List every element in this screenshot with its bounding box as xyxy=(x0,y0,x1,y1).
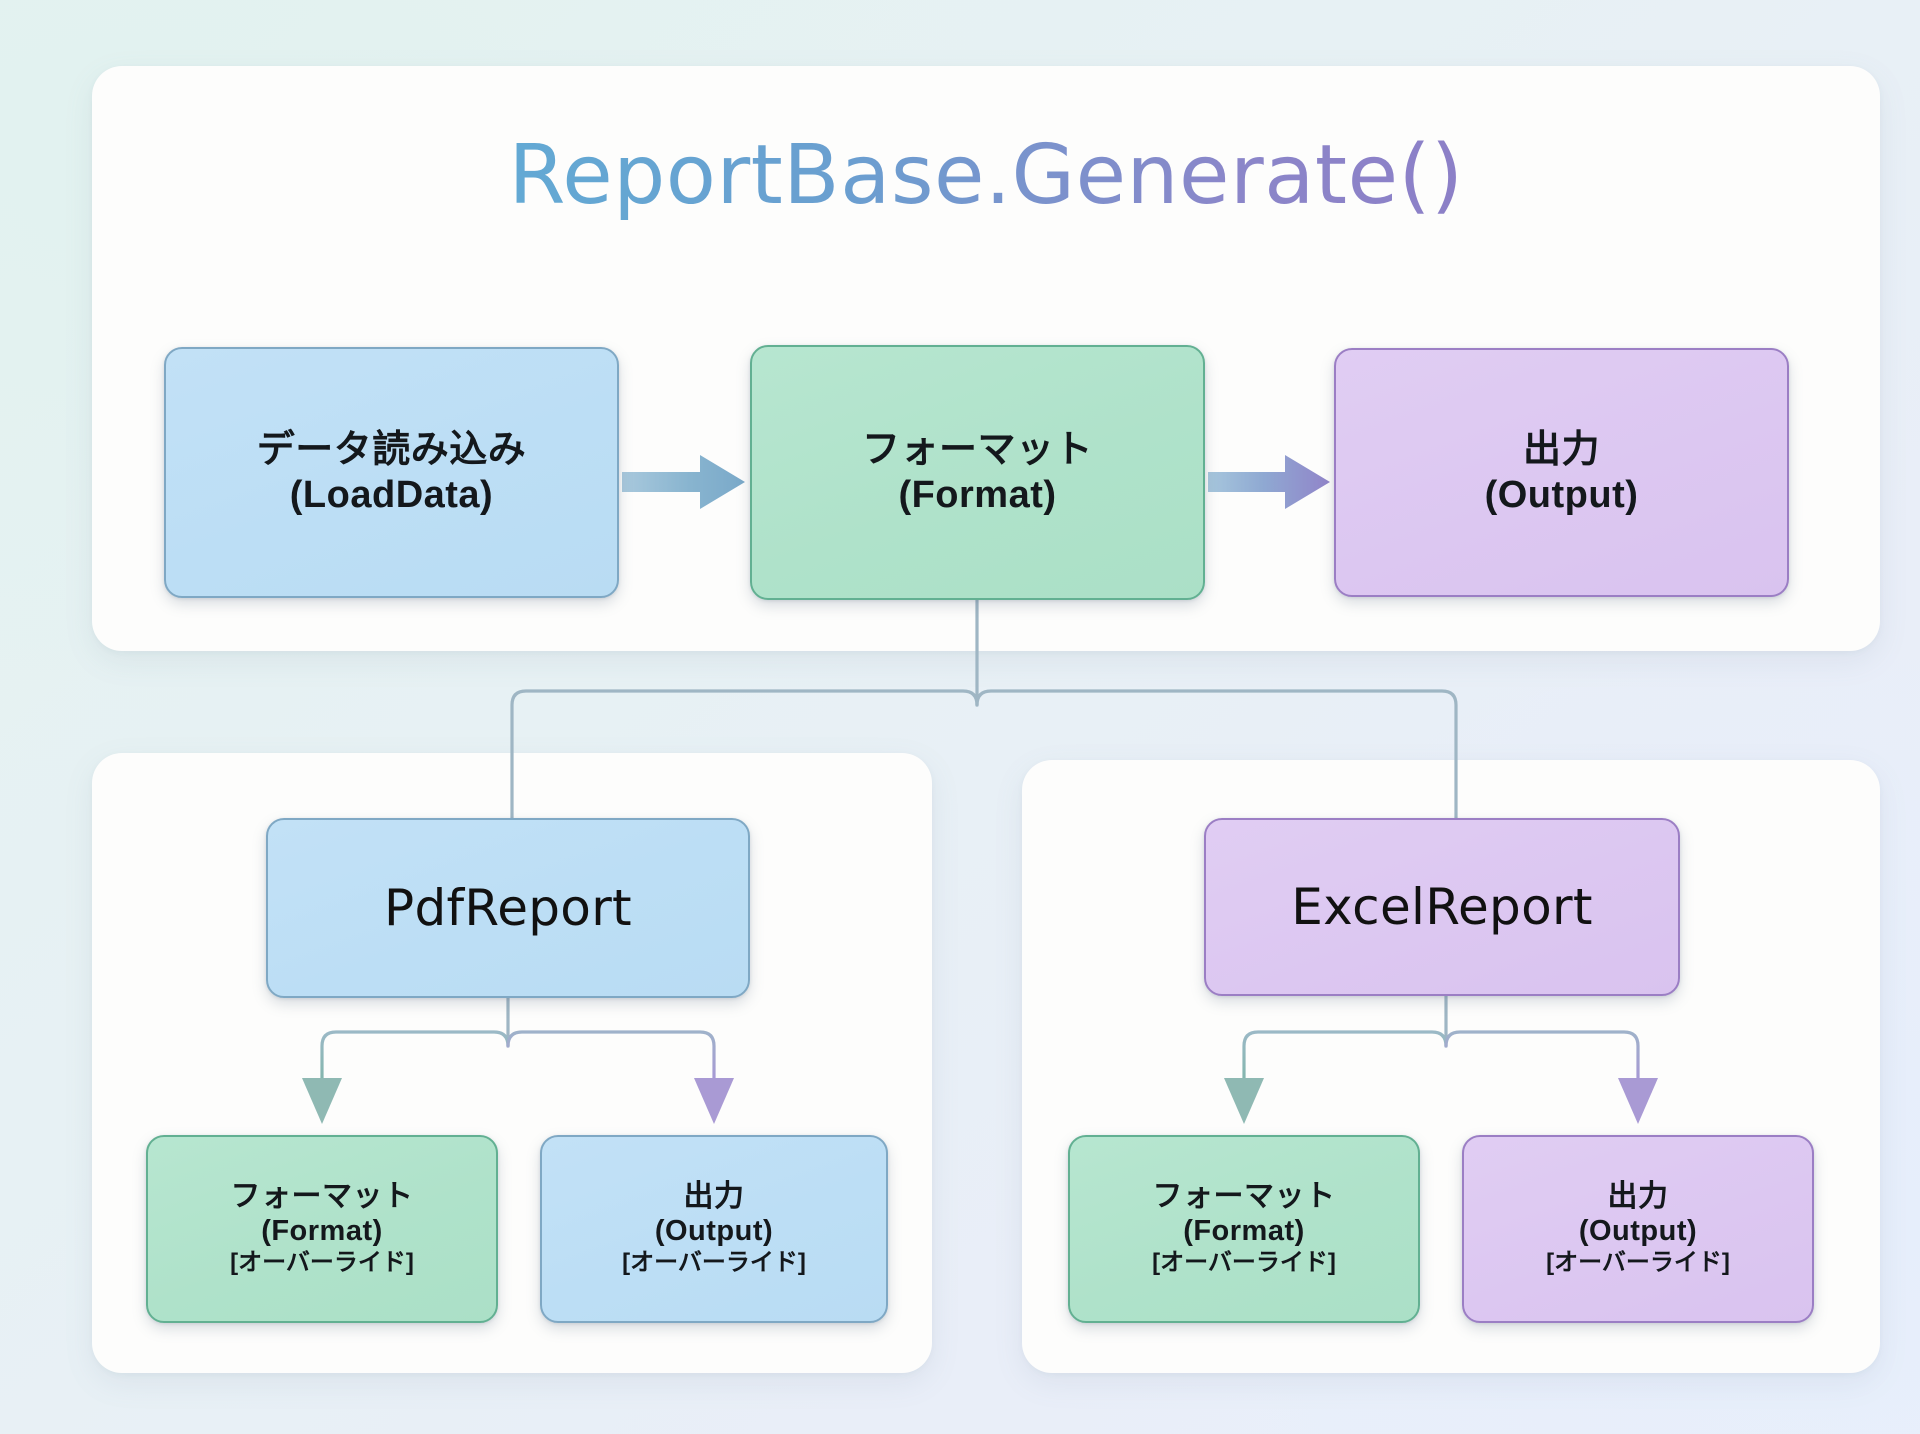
node-format[interactable]: フォーマット (Format) xyxy=(750,345,1205,600)
node-excel-output[interactable]: 出力 (Output) [オーバーライド] xyxy=(1462,1135,1814,1323)
node-load-data[interactable]: データ読み込み (LoadData) xyxy=(164,347,619,598)
node-excel-output-line3: [オーバーライド] xyxy=(1546,1248,1730,1276)
node-load-data-line1: データ読み込み xyxy=(256,429,527,472)
node-pdf-output-line3: [オーバーライド] xyxy=(622,1248,806,1276)
node-pdf-output-line1: 出力 xyxy=(683,1180,745,1214)
node-output-line1: 出力 xyxy=(1522,429,1600,472)
page-title: ReportBase.Generate() xyxy=(92,128,1880,223)
node-excel-report[interactable]: ExcelReport xyxy=(1204,818,1680,996)
node-excel-format-line3: [オーバーライド] xyxy=(1152,1248,1336,1276)
node-load-data-line2: (LoadData) xyxy=(289,473,494,516)
node-excel-format-line2: (Format) xyxy=(1183,1215,1305,1248)
node-pdf-report-label: PdfReport xyxy=(384,879,632,937)
node-excel-format[interactable]: フォーマット (Format) [オーバーライド] xyxy=(1068,1135,1420,1323)
node-pdf-report[interactable]: PdfReport xyxy=(266,818,750,998)
node-output-line2: (Output) xyxy=(1484,473,1639,516)
node-excel-report-label: ExcelReport xyxy=(1291,878,1593,936)
node-pdf-format-line3: [オーバーライド] xyxy=(230,1248,414,1276)
node-format-line1: フォーマット xyxy=(861,429,1093,472)
node-format-line2: (Format) xyxy=(898,473,1057,516)
node-excel-output-line2: (Output) xyxy=(1578,1215,1698,1248)
node-pdf-format-line1: フォーマット xyxy=(230,1180,414,1214)
node-output[interactable]: 出力 (Output) xyxy=(1334,348,1789,597)
node-pdf-format-line2: (Format) xyxy=(261,1215,383,1248)
node-excel-format-line1: フォーマット xyxy=(1152,1180,1336,1214)
node-pdf-format[interactable]: フォーマット (Format) [オーバーライド] xyxy=(146,1135,498,1323)
node-excel-output-line1: 出力 xyxy=(1607,1180,1669,1214)
node-pdf-output[interactable]: 出力 (Output) [オーバーライド] xyxy=(540,1135,888,1323)
node-pdf-output-line2: (Output) xyxy=(654,1215,774,1248)
